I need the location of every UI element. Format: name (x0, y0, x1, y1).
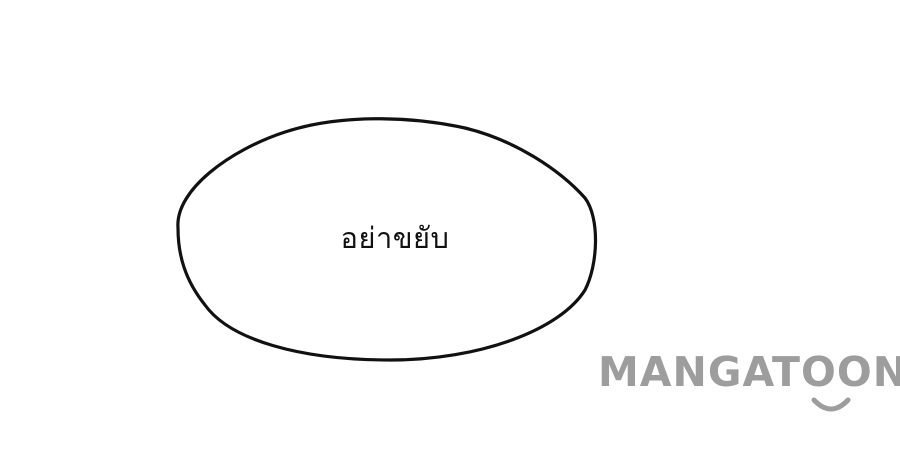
smile-icon (811, 397, 851, 412)
watermark-logo-text: MANGATOON (598, 348, 900, 396)
mangatoon-watermark: MANGATOON (598, 346, 900, 420)
speech-bubble-shape (176, 117, 598, 362)
speech-bubble-text: อย่าขยับ (340, 221, 450, 255)
